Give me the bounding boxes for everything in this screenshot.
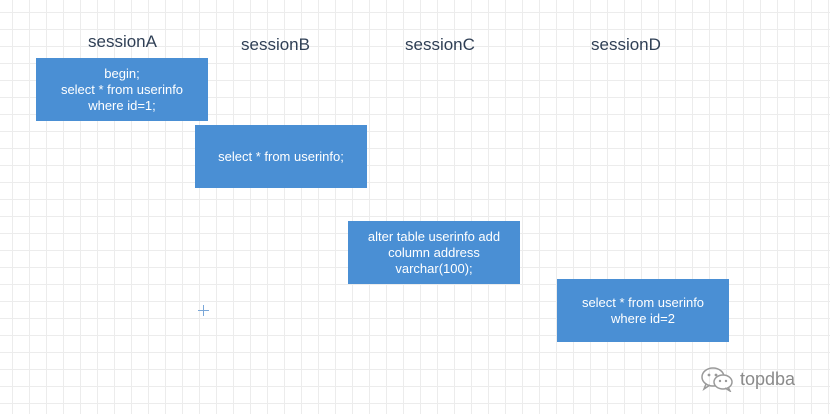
session-a-box: begin; select * from userinfo where id=1… [36,58,208,121]
watermark: topdba [700,366,795,392]
crosshair-icon [198,305,209,316]
box-line: where id=1; [88,97,156,113]
box-line: begin; [104,65,140,81]
box-line: where id=2 [611,310,675,326]
session-c-header: sessionC [405,35,475,54]
watermark-text: topdba [740,368,796,389]
box-line: select * from userinfo [581,294,705,310]
session-b-box: select * from userinfo; [195,125,367,188]
box-line: column address [388,244,480,260]
box-line: alter table userinfo add [367,228,501,244]
session-d-box: select * from userinfo where id=2 [557,279,729,342]
session-b-header: sessionB [241,35,310,54]
box-line: select * from userinfo [60,81,184,97]
wechat-icon [701,367,733,392]
box-line: select * from userinfo; [218,148,344,164]
session-a-header: sessionA [88,32,157,51]
box-line: varchar(100); [395,260,473,276]
session-d-header: sessionD [591,35,661,54]
session-c-box: alter table userinfo add column address … [348,221,520,284]
